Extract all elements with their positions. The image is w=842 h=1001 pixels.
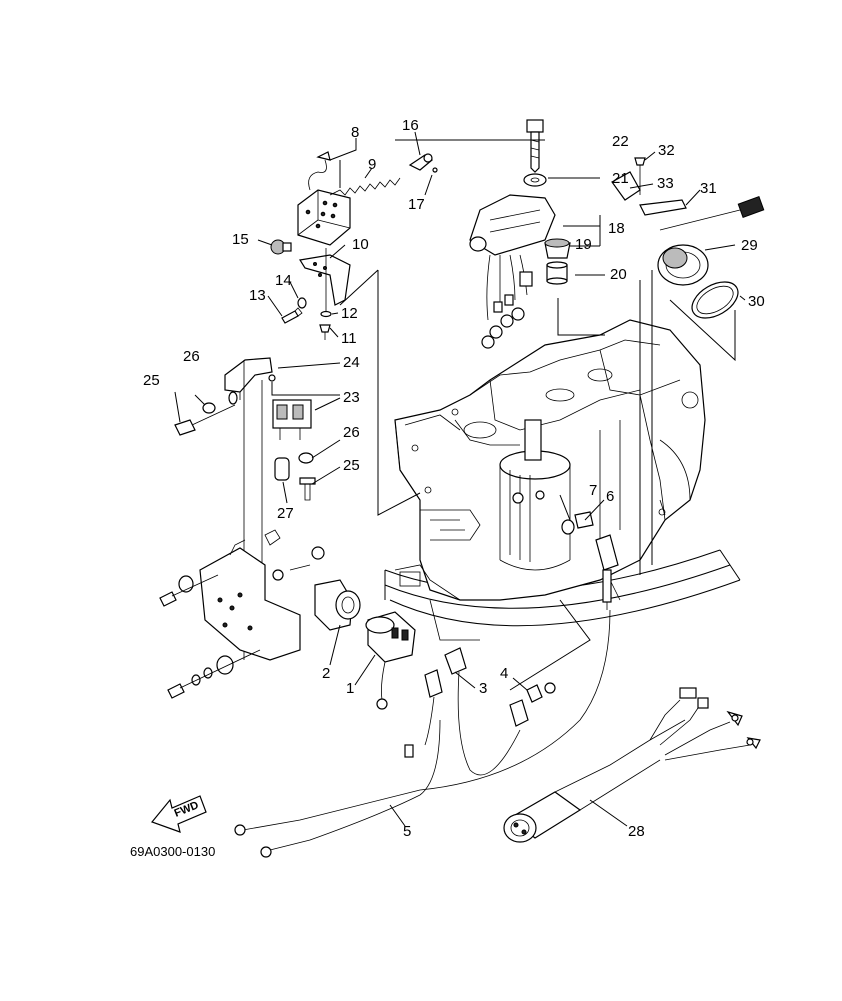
callout-14: 14 [275,272,292,289]
engine-block [384,319,741,641]
callout-19: 19 [575,236,592,253]
callout-26-left: 26 [183,348,200,365]
callout-2: 2 [322,665,330,682]
callout-3: 3 [479,680,487,697]
callout-33: 33 [657,175,674,192]
wire-connector-assembly [611,157,765,319]
rectifier-regulator-assembly [469,119,571,349]
wire-harness [234,511,761,858]
callout-27: 27 [277,505,294,522]
callout-20: 20 [610,266,627,283]
callout-8: 8 [351,124,359,141]
callout-4: 4 [500,665,508,682]
callout-24: 24 [343,354,360,371]
callout-21: 21 [612,170,629,187]
callout-28: 28 [628,823,645,840]
callout-15: 15 [232,231,249,248]
leader-lines [174,131,746,827]
callout-25-right: 25 [343,457,360,474]
callout-31: 31 [700,180,717,197]
callout-32: 32 [658,142,675,159]
callout-9: 9 [368,156,376,173]
callout-23: 23 [343,389,360,406]
callout-30: 30 [748,293,765,310]
callout-6: 6 [606,488,614,505]
callout-11: 11 [341,330,357,347]
callout-22: 22 [612,133,629,150]
fwd-direction-arrow: FWD [150,795,207,833]
callout-numbers: 1 2 3 4 5 6 7 8 9 10 11 12 13 14 15 16 1… [143,117,765,840]
relay-assembly [270,151,438,340]
diagram-code: 69A0300-0130 [130,844,215,859]
reference-lines [339,269,736,691]
callout-12: 12 [341,305,358,322]
callout-16: 16 [402,117,419,134]
callout-13: 13 [249,287,266,304]
callout-29: 29 [741,237,758,254]
callout-25-left: 25 [143,372,160,389]
callout-26-right: 26 [343,424,360,441]
callout-18: 18 [608,220,625,237]
callout-10: 10 [352,236,369,253]
callout-17: 17 [408,196,425,213]
callout-5: 5 [403,823,411,840]
callout-1: 1 [346,680,354,697]
lower-left-plate [159,529,416,710]
callout-7: 7 [589,482,597,499]
